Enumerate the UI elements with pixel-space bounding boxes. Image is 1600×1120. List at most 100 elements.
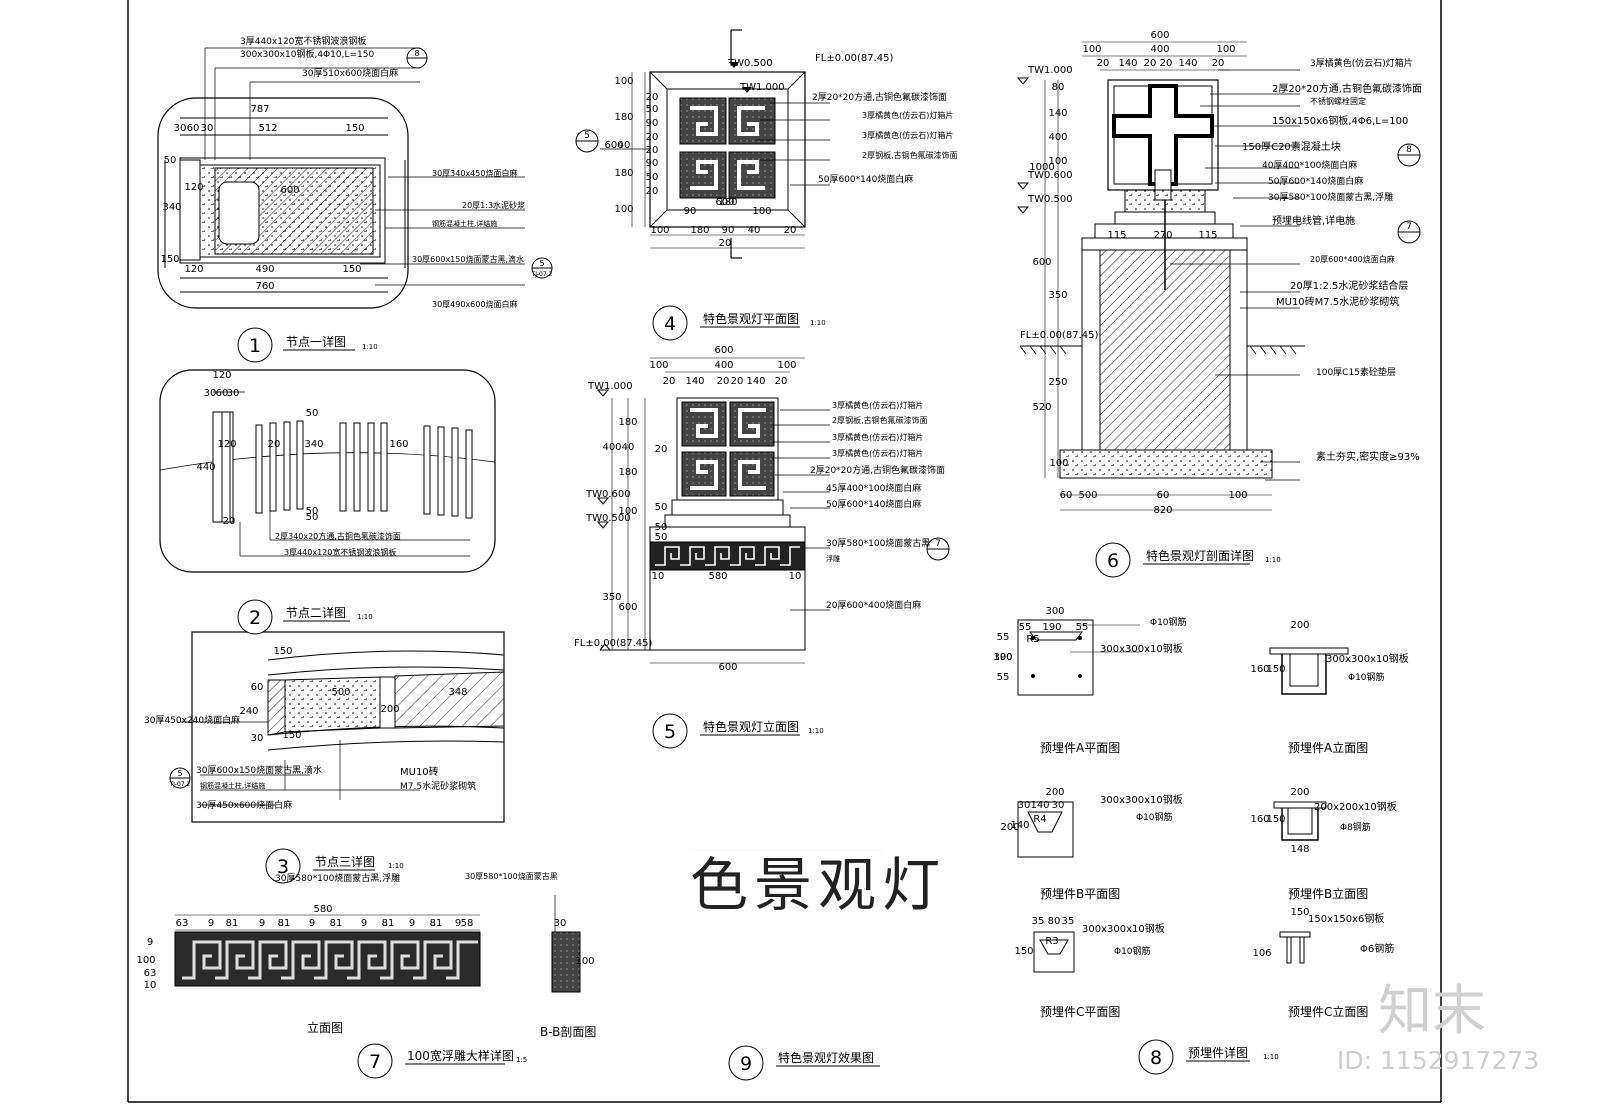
- dim-d1-8: 120: [184, 182, 203, 193]
- note-d6-0: 3厚橘黄色(仿云石)灯箱片: [1310, 57, 1413, 69]
- dim-d1-11: 120: [184, 264, 203, 275]
- note-d7-0: 30厚580*100烧面蒙古黑,浮雕: [275, 872, 400, 884]
- note-d6-1: 2厚20*20方通,古铜色氟碳漆饰面: [1272, 82, 1422, 95]
- note-d8-7: Φ8钢筋: [1340, 821, 1371, 833]
- note-d4-3: 2厚钢板,古铜色氟碳漆饰面: [862, 150, 958, 160]
- dim-d8-4: 300: [993, 652, 1012, 663]
- dim-d3-5: 30: [251, 733, 264, 744]
- note-d1-6: 30厚600x150烧面蒙古黑,滴水: [412, 254, 524, 264]
- dim-d4-6: 20: [646, 92, 659, 103]
- dim-d5-14: 20: [655, 444, 668, 455]
- dim-d1-10: 150: [160, 254, 179, 265]
- dim-d7-10: 9: [409, 918, 415, 929]
- level-tw1000-c: TW1.000: [1027, 65, 1073, 76]
- detail-6-title: 特色景观灯剖面详图: [1146, 548, 1254, 563]
- dim-d2-7: 160: [389, 439, 408, 450]
- note-d3-2: 钢筋混凝土柱,详结施: [200, 781, 265, 790]
- note-d5-4: 2厚20*20方通,古铜色氟碳漆饰面: [810, 464, 945, 476]
- note-d6-2: 不锈钢螺栓固定: [1310, 96, 1366, 106]
- note-d6-9: 20厚600*400烧面白麻: [1310, 254, 1395, 264]
- note-d5-2: 3厚橘黄色(仿云石)灯箱片: [832, 432, 923, 442]
- dim-d6-27: 820: [1153, 505, 1172, 516]
- dim-d2-6: 340: [304, 439, 323, 450]
- note-d3-5: M7.5水泥砂浆砌筑: [400, 780, 476, 792]
- level-tw0500-c: TW0.500: [1027, 194, 1073, 205]
- note-d6-5: 40厚400*100烧面白麻: [1262, 159, 1357, 171]
- dim-d8-22: 150: [1266, 814, 1285, 825]
- dim-d1-7: 50: [164, 155, 177, 166]
- dim-d6-0: 600: [1150, 30, 1169, 41]
- detail-3-scale: 1:10: [388, 862, 404, 870]
- note-d6-11: MU10砖M7.5水泥砂浆砌筑: [1276, 295, 1399, 308]
- dim-d8-11: R5: [1026, 634, 1039, 645]
- dim-d6-12: 80: [1052, 82, 1065, 93]
- dim-d5-19: 10: [652, 571, 665, 582]
- note-d6-12: 100厚C15素砼垫层: [1316, 366, 1396, 378]
- embed-c-plan-title: 预埋件C平面图: [1040, 1005, 1120, 1019]
- dim-d6-26: 100: [1228, 490, 1247, 501]
- dim-d1-6: 600: [280, 185, 299, 196]
- note-d8-1: 300x300x10钢板: [1100, 642, 1183, 655]
- detail-1-drawing: [157, 47, 525, 309]
- dim-d6-10: 1000: [1029, 162, 1054, 173]
- dim-d2-5: 120: [217, 439, 236, 450]
- dim-d8-7: 55: [997, 672, 1010, 683]
- dim-d2-8: 20: [268, 439, 281, 450]
- note-d5-5: 45厚400*100烧面白麻: [826, 482, 921, 494]
- note-d1-3: 30厚340x450烧面白麻: [432, 168, 517, 178]
- dim-d5-6: 20: [717, 376, 730, 387]
- dim-d4-13: 20: [646, 186, 659, 197]
- ref-8-num: 8: [1406, 145, 1412, 155]
- dim-d8-2: 190: [1042, 622, 1061, 633]
- detail-8-scale: 1:10: [1263, 1053, 1279, 1061]
- dim-d8-0: 300: [1045, 606, 1064, 617]
- detail-8-title: 预埋件详图: [1188, 1045, 1248, 1060]
- watermark-logo: 知末: [1378, 979, 1486, 1042]
- note-d8-6: 200x200x10钢板: [1314, 800, 1397, 813]
- dim-d4-20: 90: [684, 206, 697, 217]
- dim-d8-14: 140: [1030, 800, 1049, 811]
- note-d1-5: 钢筋混凝土柱,详结施: [432, 219, 497, 228]
- note-d4-4: 50厚600*140烧面白麻: [818, 173, 913, 185]
- dim-d7-3: 81: [226, 918, 239, 929]
- note-d2-0: 2厚340x20方通,古铜色氟碳漆饰面: [275, 531, 401, 541]
- dim-d5-22: 600: [718, 662, 737, 673]
- dim-d8-10: 150: [1266, 664, 1285, 675]
- level-tw0600-b: TW0.600: [1027, 170, 1073, 181]
- dim-d4-19: 20: [719, 238, 732, 249]
- dim-d7-1: 63: [176, 918, 189, 929]
- level-fl-b: FL±0.00(87.45): [815, 53, 893, 64]
- detail-7-scale: 1:5: [516, 1056, 527, 1064]
- dim-d7-19: 100: [575, 956, 594, 967]
- dim-d7-6: 9: [309, 918, 315, 929]
- ref-5-num: 5: [584, 131, 590, 141]
- dim-d8-24: 80: [1048, 916, 1061, 927]
- watermark-id: ID: 1152917273: [1337, 1046, 1540, 1075]
- dim-d1-9: 340: [162, 202, 181, 213]
- dim-d6-18: 600: [1032, 257, 1051, 268]
- detail-9-num: 9: [740, 1053, 752, 1075]
- dim-d2-0: 120: [212, 370, 231, 381]
- dim-d2-4: 50: [306, 408, 319, 419]
- dim-d4-17: 40: [748, 225, 761, 236]
- note-d5-1: 2厚钢板,古铜色氟碳漆饰面: [832, 415, 928, 425]
- dim-d4-4: 100: [614, 204, 633, 215]
- detail-1-title: 节点一详图: [286, 334, 346, 349]
- dim-d5-18: 50: [655, 532, 668, 543]
- dim-d6-21: 250: [1048, 377, 1067, 388]
- detail-3-drawing: [180, 631, 505, 823]
- note-d2-1: 3厚440x120宽不锈钢波浪钢板: [284, 547, 396, 557]
- dim-d3-0: 150: [273, 646, 292, 657]
- note-d8-4: 300x300x10钢板: [1100, 793, 1183, 806]
- detail-5-scale: 1:10: [808, 727, 824, 735]
- level-tw0500: TW0.500: [727, 58, 773, 69]
- dim-d6-4: 20: [1097, 58, 1110, 69]
- detail-5-title: 特色景观灯立面图: [703, 719, 799, 734]
- note-d1-1: 300x300x10钢板,4Φ10,L=150: [240, 48, 374, 60]
- dim-d8-25: 35: [1062, 916, 1075, 927]
- dim-d5-1: 100: [649, 360, 668, 371]
- dim-d6-5: 140: [1118, 58, 1137, 69]
- detail-2-scale: 1:10: [357, 613, 373, 621]
- detail-2-drawing: [159, 369, 496, 573]
